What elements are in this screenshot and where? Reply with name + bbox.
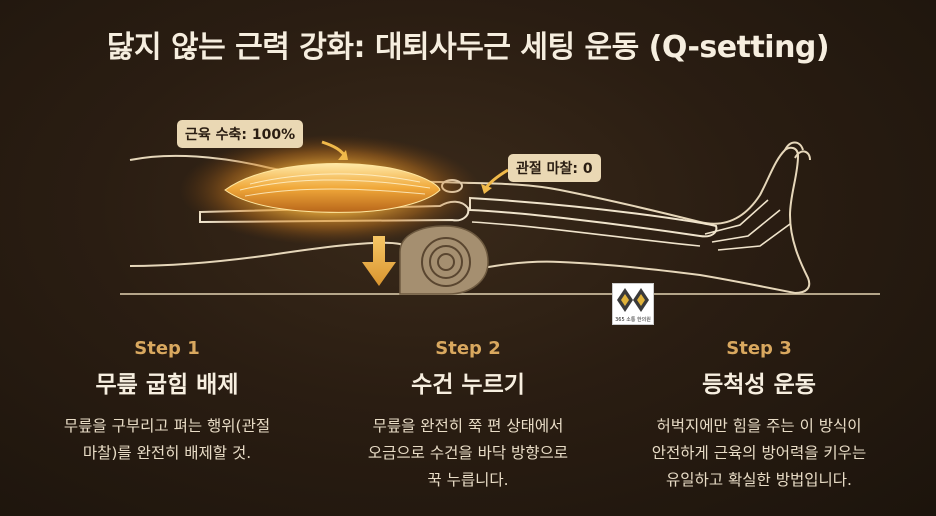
step-heading: 무릎 굽힘 배제 xyxy=(95,372,239,398)
step-label: Step 1 xyxy=(134,338,200,359)
rolled-towel xyxy=(399,225,489,295)
step-description: 허벅지에만 힘을 주는 이 방식이 안전하게 근육의 방어력을 키우는 유일하고… xyxy=(619,413,899,494)
joint-friction-callout: 관절 마찰: 0 xyxy=(508,154,601,182)
step-heading: 수건 누르기 xyxy=(411,372,525,398)
page-title: 닳지 않는 근력 강화: 대퇴사두근 세팅 운동 (Q-setting) xyxy=(106,30,830,65)
step-2: Step 2 수건 누르기 무릎을 완전히 쭉 편 상태에서 오금으로 수건을 … xyxy=(328,338,608,494)
fibula-bone xyxy=(471,221,701,247)
quadriceps-muscle xyxy=(224,163,441,213)
desc-line: 마찰)를 완전히 배제할 것. xyxy=(82,444,252,462)
toes xyxy=(784,141,811,161)
desc-line: 무릎을 구부리고 펴는 행위(관절 xyxy=(63,417,271,435)
desc-line: 무릎을 완전히 쭉 편 상태에서 xyxy=(372,417,564,435)
joint-callout-arrow xyxy=(484,168,509,189)
desc-line: 허벅지에만 힘을 주는 이 방식이 xyxy=(656,417,862,435)
step-3: Step 3 등척성 운동 허벅지에만 힘을 주는 이 방식이 안전하게 근육의… xyxy=(619,338,899,494)
step-description: 무릎을 완전히 쭉 편 상태에서 오금으로 수건을 바닥 방향으로 꾹 누릅니다… xyxy=(328,413,608,494)
tibia-bone xyxy=(469,196,718,238)
muscle-contraction-callout: 근육 수축: 100% xyxy=(177,120,304,148)
desc-line: 안전하게 근육의 방어력을 키우는 xyxy=(651,444,867,462)
step-1: Step 1 무릎 굽힘 배제 무릎을 구부리고 펴는 행위(관절 마찰)를 완… xyxy=(27,338,307,467)
desc-line: 유일하고 확실한 방법입니다. xyxy=(666,471,852,489)
logo-text: 365 소통 한의원 xyxy=(615,317,651,323)
press-down-arrow xyxy=(362,236,396,286)
step-label: Step 3 xyxy=(726,338,792,359)
desc-line: 꾹 누릅니다. xyxy=(427,471,509,489)
desc-line: 오금으로 수건을 바닥 방향으로 xyxy=(367,444,569,462)
step-description: 무릎을 구부리고 펴는 행위(관절 마찰)를 완전히 배제할 것. xyxy=(27,413,307,467)
step-label: Step 2 xyxy=(435,338,501,359)
clinic-logo: 365 소통 한의원 xyxy=(612,283,654,325)
foot-bones xyxy=(704,199,791,251)
step-heading: 등척성 운동 xyxy=(702,372,816,398)
